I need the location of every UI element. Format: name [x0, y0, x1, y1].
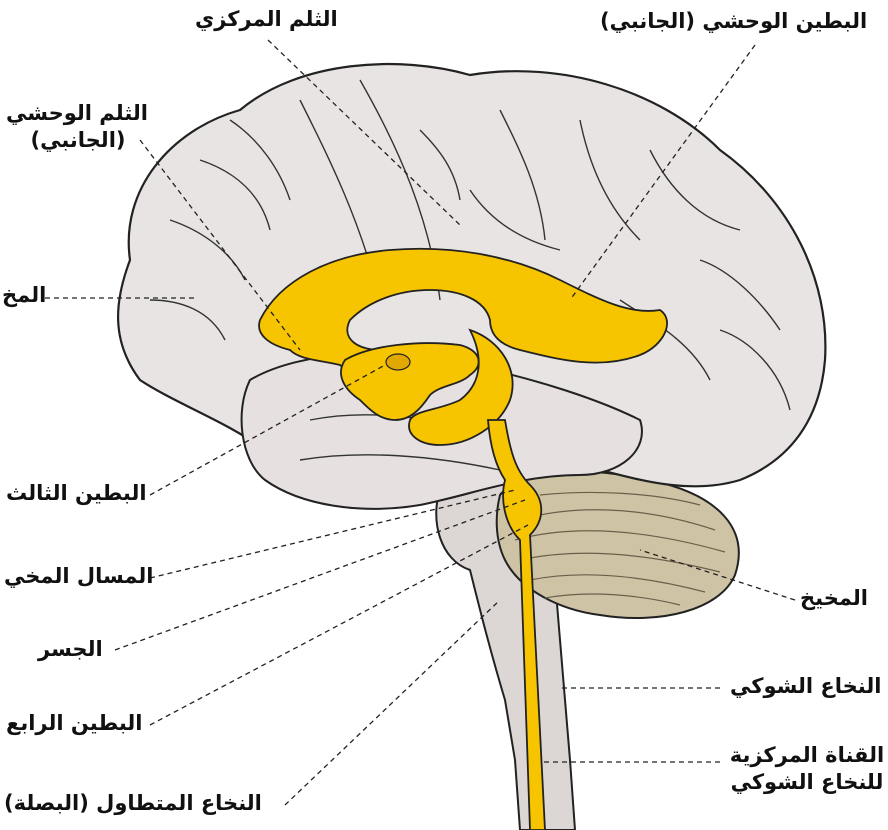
label-cerebral-aqueduct: المسال المخي [4, 564, 154, 588]
label-central-sulcus: الثلم المركزي [195, 7, 338, 31]
label-medulla: النخاع المتطاول (البصلة) [4, 791, 262, 815]
label-central-canal: القناة المركزية للنخاع الشوكي [728, 742, 886, 797]
label-lateral-sulcus-line1: الثلم الوحشي [5, 101, 148, 125]
label-pons: الجسر [38, 637, 103, 661]
temporal-horn [408, 328, 514, 446]
label-spinal-cord: النخاع الشوكي [730, 674, 882, 698]
interthalamic-adhesion [385, 353, 411, 371]
label-lateral-ventricle: البطين الوحشي (الجانبي) [600, 9, 868, 33]
leader-lines [45, 39, 796, 806]
label-lateral-sulcus-line2: (الجانبي) [30, 128, 126, 153]
aqueduct-and-fourth [487, 419, 546, 830]
label-lateral-sulcus: الثلم الوحشي (الجانبي) [5, 100, 148, 155]
label-third-ventricle: البطين الثالث [6, 481, 147, 505]
label-cerebellum: المخيخ [800, 586, 869, 610]
label-fourth-ventricle: البطين الرابع [6, 711, 143, 735]
label-central-canal-line2: للنخاع الشوكي [730, 770, 884, 795]
label-central-canal-line1: القناة المركزية [729, 743, 885, 767]
label-cerebrum: المخ [2, 283, 47, 307]
third-ventricle-shape [340, 342, 480, 421]
